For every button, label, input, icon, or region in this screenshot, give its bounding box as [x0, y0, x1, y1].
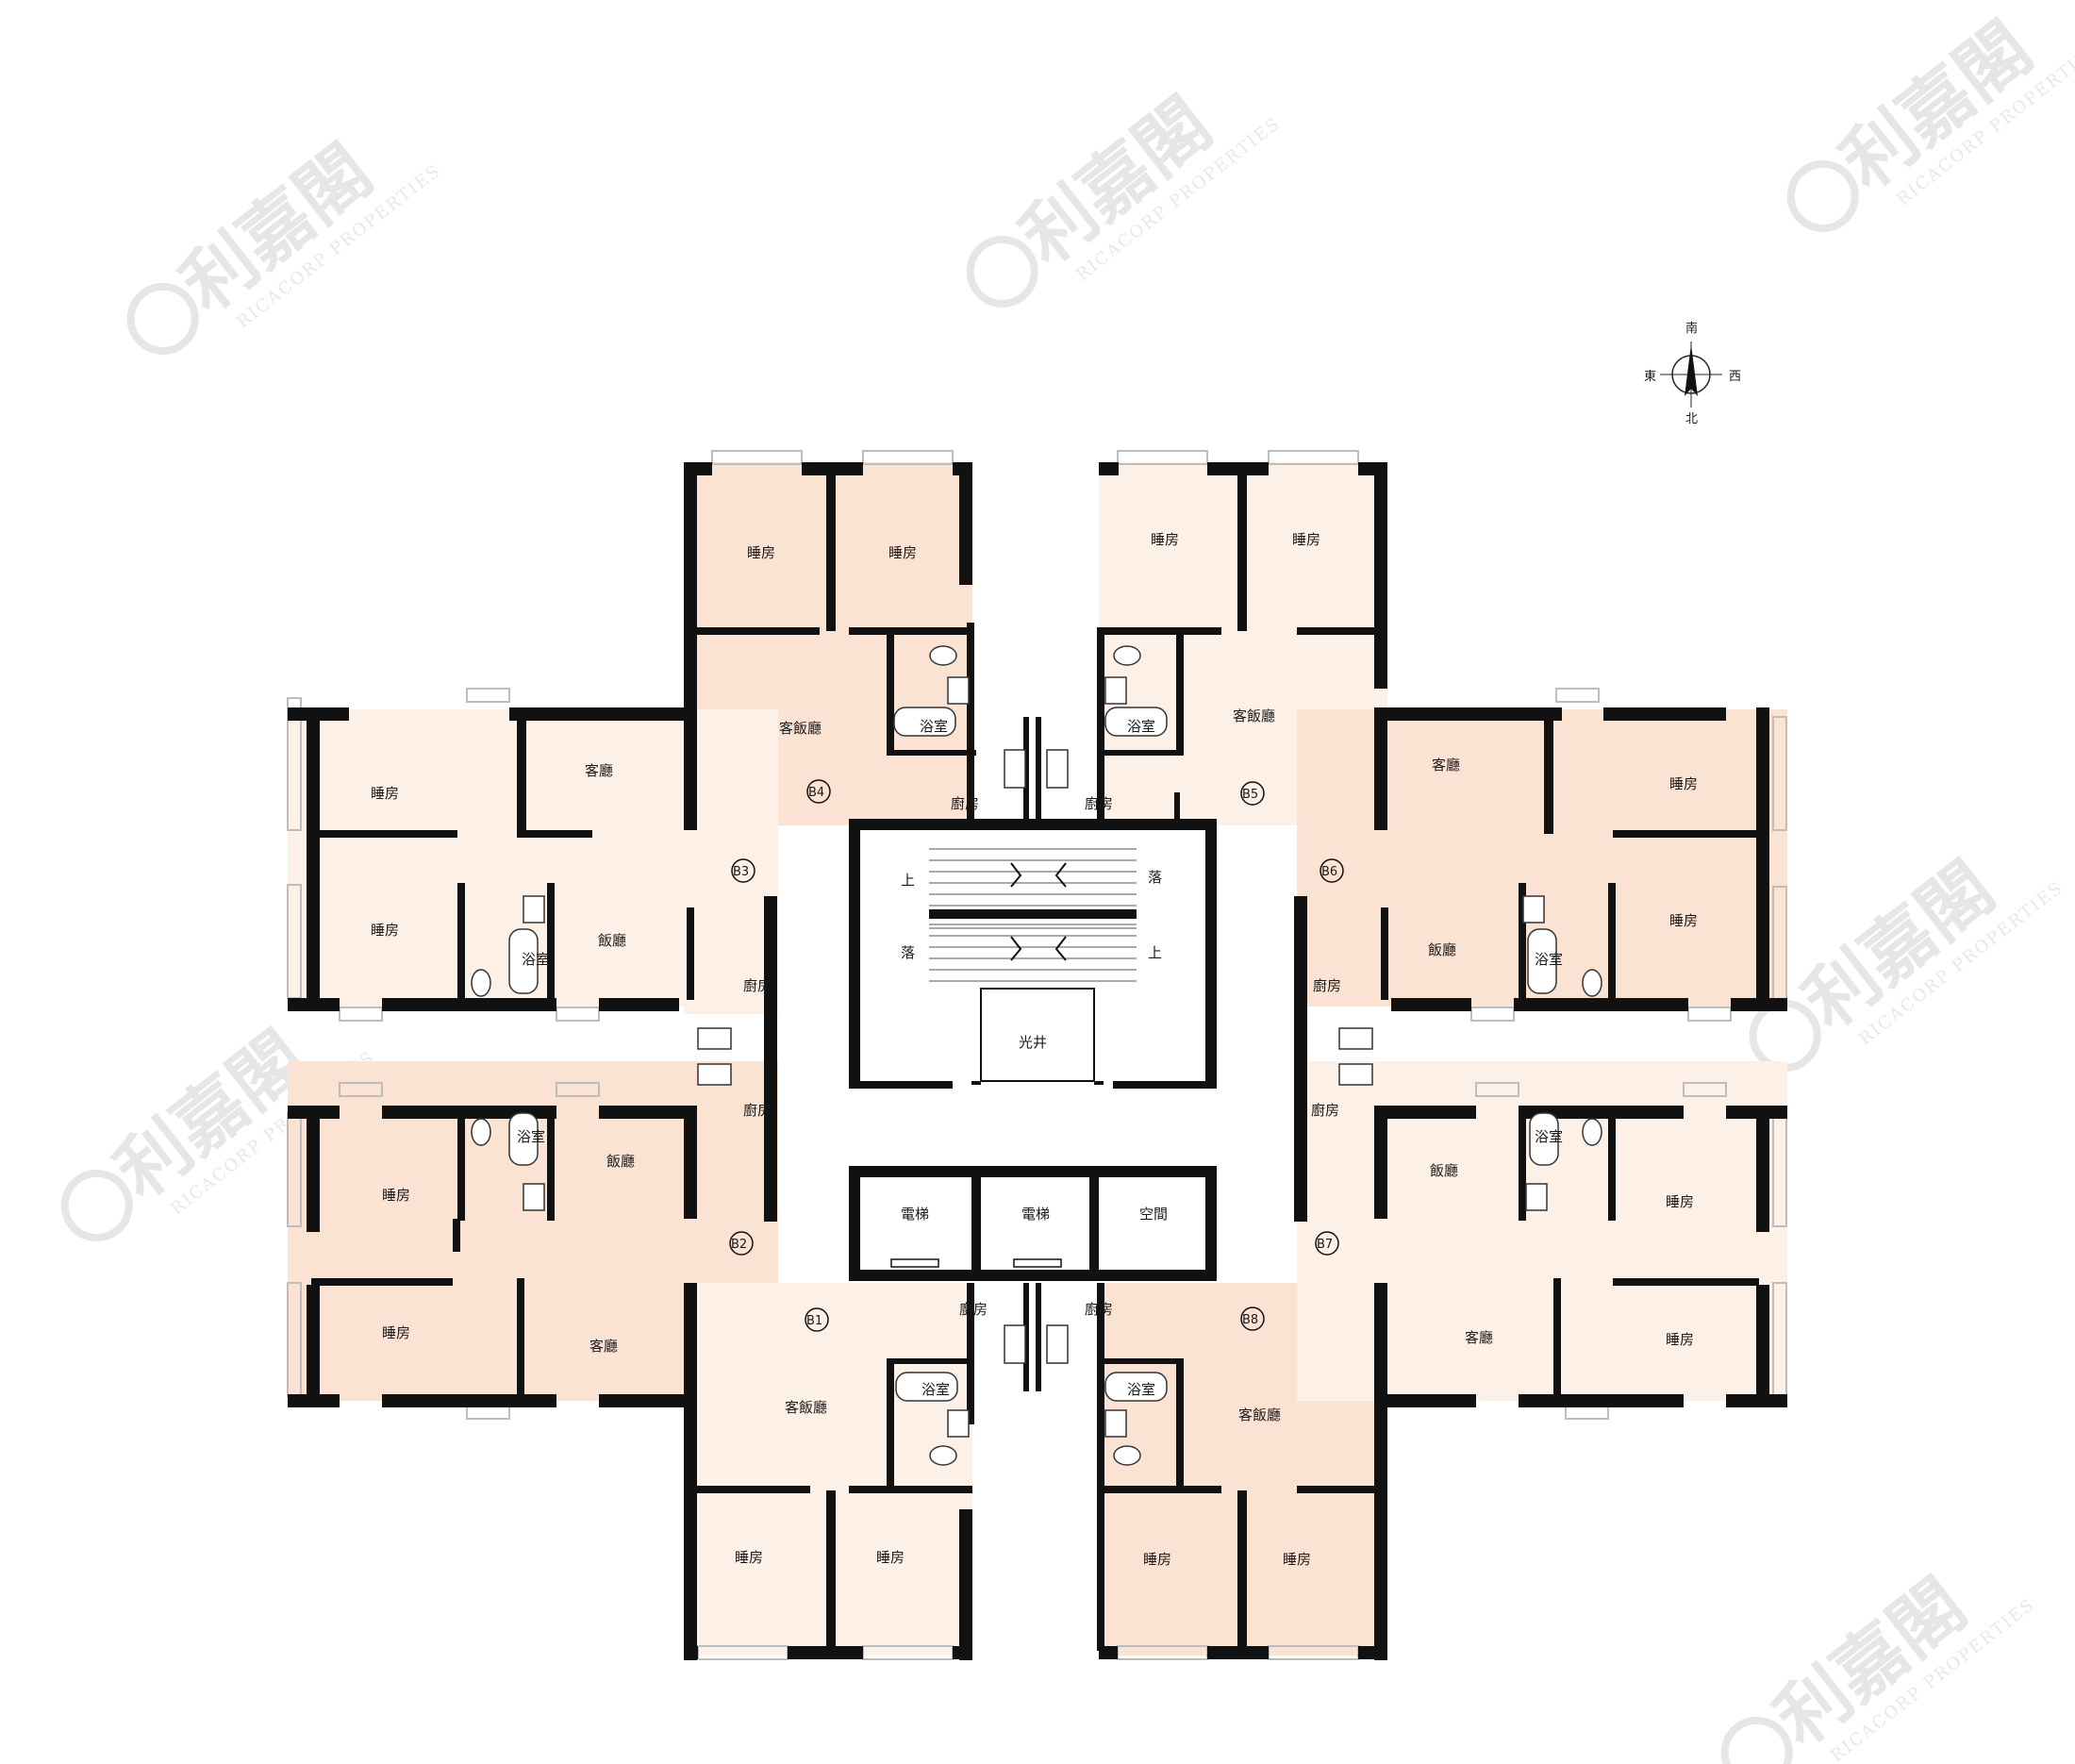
unit-badges: B4 B5 B3 B6 B2 B7 B1 B8 [729, 779, 1344, 1332]
unit-badge-b8: B8 [1240, 1306, 1265, 1331]
watermark: 利嘉閣 RICACORP PROPERTIES [1786, 7, 2075, 232]
unit-badge-b5: B5 [1240, 781, 1265, 806]
lift-2-label: 電梯 [1021, 1206, 1050, 1223]
b6-living-label: 客廳 [1432, 757, 1460, 774]
void-label: 空間 [1139, 1206, 1168, 1223]
light-well-label: 光井 [1019, 1034, 1047, 1051]
b6-bedroom-1-label: 睡房 [1669, 775, 1698, 792]
b3-bathroom-label: 浴室 [522, 951, 550, 968]
watermark: 利嘉閣 RICACORP PROPERTIES [966, 82, 1285, 308]
b2-bathroom-label: 浴室 [517, 1128, 545, 1145]
stair-down-label-right: 落 [1148, 869, 1162, 886]
b6-bedroom-2-label: 睡房 [1669, 912, 1698, 929]
svg-text:B7: B7 [1317, 1238, 1333, 1252]
stair-arrow-icons [1010, 862, 1067, 961]
b2-kitchen-label: 廚房 [743, 1102, 772, 1119]
b8-bedroom-2-label: 睡房 [1283, 1551, 1311, 1568]
unit-badge-b1: B1 [805, 1307, 829, 1332]
b8-bedroom-1-label: 睡房 [1143, 1551, 1171, 1568]
b5-bedroom-2-label: 睡房 [1292, 531, 1320, 548]
b3-living-label: 客廳 [585, 762, 613, 779]
svg-text:B1: B1 [806, 1314, 822, 1328]
b5-bathroom-label: 浴室 [1127, 718, 1155, 735]
b7-kitchen-label: 廚房 [1311, 1102, 1339, 1119]
b1-bedroom-2-label: 睡房 [876, 1549, 905, 1566]
b5-living-dining-label: 客飯廳 [1233, 707, 1275, 724]
compass-east: 東 [1644, 369, 1656, 384]
b3-bedroom-2-label: 睡房 [371, 922, 399, 939]
b4-kitchen-label: 廚房 [951, 795, 979, 812]
b2-living-label: 客廳 [589, 1338, 618, 1355]
b1-kitchen-label: 廚房 [959, 1301, 988, 1318]
b6-dining-label: 飯廳 [1428, 941, 1456, 958]
b8-kitchen-label: 廚房 [1085, 1301, 1113, 1318]
watermark-logo-icon [1786, 159, 1859, 232]
b3-kitchen-label: 廚房 [743, 977, 772, 994]
stair-up-label: 上 [901, 872, 915, 889]
compass: 南 東 西 北 [1644, 321, 1741, 426]
svg-text:B5: B5 [1242, 788, 1258, 802]
watermark: 利嘉閣 RICACORP PROPERTIES [1720, 1563, 2039, 1764]
b7-dining-label: 飯廳 [1430, 1162, 1458, 1179]
watermark-logo-icon [126, 282, 199, 355]
b7-bathroom-label: 浴室 [1535, 1128, 1563, 1145]
b1-living-dining-label: 客飯廳 [785, 1399, 827, 1416]
b8-bathroom-label: 浴室 [1127, 1381, 1155, 1398]
lift-1-label: 電梯 [901, 1206, 929, 1223]
watermark: 利嘉閣 RICACORP PROPERTIES [126, 129, 445, 355]
b5-bedroom-1-label: 睡房 [1151, 531, 1179, 548]
b2-bedroom-1-label: 睡房 [382, 1187, 410, 1204]
unit-badge-b2: B2 [729, 1231, 754, 1256]
b4-bedroom-1-label: 睡房 [747, 544, 775, 561]
compass-needle-icon [1685, 344, 1698, 396]
watermark-logo-icon [1720, 1716, 1793, 1764]
compass-north: 北 [1685, 412, 1698, 426]
stair-up-label-right: 上 [1148, 944, 1162, 961]
svg-text:B4: B4 [808, 786, 824, 800]
b8-living-dining-label: 客飯廳 [1238, 1406, 1281, 1423]
b4-bathroom-label: 浴室 [920, 718, 948, 735]
svg-text:B3: B3 [733, 865, 749, 879]
svg-text:B2: B2 [731, 1238, 747, 1252]
b3-dining-label: 飯廳 [598, 932, 626, 949]
watermark-logo-icon [966, 235, 1038, 308]
compass-west: 西 [1729, 370, 1741, 384]
core: 上 落 落 上 光井 電梯 電梯 空間 [860, 830, 1205, 1270]
unit-badge-b7: B7 [1315, 1231, 1339, 1256]
b2-bedroom-2-label: 睡房 [382, 1324, 410, 1341]
b4-bedroom-2-label: 睡房 [888, 544, 917, 561]
b6-bathroom-label: 浴室 [1535, 951, 1563, 968]
b4-living-dining-label: 客飯廳 [779, 720, 822, 737]
b3-bedroom-1-label: 睡房 [371, 785, 399, 802]
bath-fixtures [471, 645, 1602, 1466]
b7-living-label: 客廳 [1465, 1329, 1493, 1346]
b1-bathroom-label: 浴室 [921, 1381, 950, 1398]
b7-bedroom-1-label: 睡房 [1666, 1193, 1694, 1210]
unit-badge-b4: B4 [806, 779, 831, 804]
b6-kitchen-label: 廚房 [1313, 977, 1341, 994]
watermark-logo-icon [60, 1169, 133, 1241]
unit-badge-b3: B3 [731, 858, 755, 883]
b2-dining-label: 飯廳 [606, 1153, 635, 1170]
svg-text:B8: B8 [1242, 1313, 1258, 1327]
walls [288, 462, 1787, 1660]
svg-text:B6: B6 [1321, 865, 1337, 879]
room-labels: 睡房 睡房 客飯廳 浴室 廚房 睡房 睡房 客飯廳 浴室 廚房 睡房 睡房 客廳… [371, 531, 1698, 1568]
unit-badge-b6: B6 [1320, 858, 1344, 883]
b5-kitchen-label: 廚房 [1085, 795, 1113, 812]
b7-bedroom-2-label: 睡房 [1666, 1331, 1694, 1348]
stairs [929, 848, 1137, 982]
b1-bedroom-1-label: 睡房 [735, 1549, 763, 1566]
compass-south: 南 [1685, 321, 1698, 336]
stair-down-label: 落 [901, 944, 915, 961]
